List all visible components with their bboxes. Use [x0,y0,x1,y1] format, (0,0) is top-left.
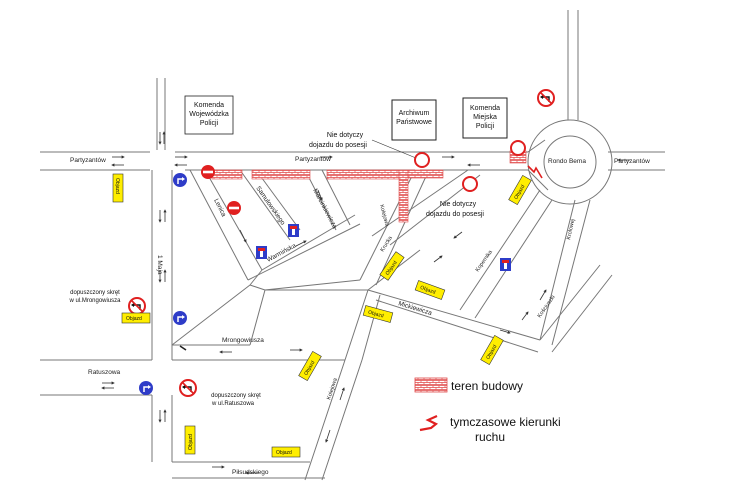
detour-sign-label: Objazd [188,434,194,450]
note-line: dopuszczony skręt [211,393,261,399]
detour-sign: Objazd [184,425,196,455]
no-entry-sign-icon [201,165,215,179]
street-label-kopernika: Kopernika [475,249,495,273]
detour-sign: Objazd [480,334,504,366]
notes: Nie dotyczy dojazdu do posesji Nie dotyc… [68,132,484,407]
detour-sign-label: Objazd [419,285,436,296]
building-line: Miejska [473,114,497,121]
dead-end-signs [256,224,511,271]
prohibition-signs [128,89,555,397]
building-archiwum: Archiwum Państwowe [391,99,437,141]
street-label-pilsudskiego: Piłsudskiego [232,469,269,476]
mandatory-turn-sign-icon [173,173,187,187]
construction-area [251,169,311,180]
detour-sign: Objazd [298,350,322,382]
temporary-direction-arrows [179,165,543,351]
note-line: dopuszczony skręt [70,290,120,296]
no-entry-except-access-sign-icon [414,152,430,168]
building-line: Komenda [194,102,224,109]
no-left-turn-sign-icon [537,89,555,107]
mandatory-turn-sign-icon [139,381,153,395]
mandatory-turn-sign-icon [173,311,187,325]
no-entry-sign-icon [227,201,241,215]
red-arrow-icon [179,345,187,351]
legend-temp-direction-arrow-icon [419,414,439,432]
detour-sign: Objazd [271,446,301,458]
detour-sign: Objazd [414,280,446,300]
no-entry-except-access-sign-icon [510,140,526,156]
red-arrow-icon [527,165,543,179]
street-label-kolejowa: Kolejowa [326,377,339,401]
no-entry-except-access-sign-icon [462,176,478,192]
dead-end-sign-icon [256,246,267,259]
street-label-partyzantow: Partyzantów [614,158,650,165]
building-line: Państwowe [396,119,432,126]
street-label-partyzantow: Partyzantów [70,157,106,164]
note-line: w ul.Mrongowiusza [68,298,121,304]
street-label-rondo: Rondo Bema [548,158,586,165]
building-line: Archiwum [399,110,430,117]
street-label-kolejowa: Kolejowa [378,204,390,228]
building-line: Wojewódzka [189,111,229,118]
street-label-partyzantow: Partyzantów [295,156,331,163]
note-line: w ul.Ratuszowa [211,401,255,407]
detour-sign-label: Objazd [276,450,292,456]
legend-temp-direction-label: tymczasowe kierunki [450,415,561,429]
construction-area [407,169,444,179]
legend-construction-label: teren budowy [451,379,523,393]
street-label-warminska: Warmińska [266,242,298,264]
no-left-turn-sign-icon [128,297,146,315]
street-label-1-maja: 1 Maja [156,255,163,275]
detour-sign: Objazd [508,174,532,206]
mandatory-signs [139,173,187,395]
detour-sign: Objazd [362,305,394,323]
detour-sign: Objazd [379,251,405,281]
note-line: dojazdu do posesji [309,142,367,149]
no-left-turn-sign-icon [179,379,197,397]
street-label-lenica: Lenica [212,198,227,219]
detour-sign: Objazd [112,173,124,203]
construction-area [211,169,243,180]
detour-sign-label: Objazd [367,309,384,319]
road-network [40,10,665,481]
traffic-arrows [101,131,630,475]
street-label-ratuszowa: Ratuszowa [88,369,121,376]
street-label-krolowej: Krolowej [566,219,576,241]
street-label-mrongowiusza: Mrongowiusza [222,337,264,344]
dead-end-sign-icon [288,224,299,237]
building-line: Komenda [470,105,500,112]
street-label-samulowskiego: Samulowskiego [254,185,286,227]
construction-area [398,169,409,223]
legend-temp-direction-label-2: ruchu [475,430,505,444]
dead-end-sign-icon [500,258,511,271]
building-komenda-miejska: Komenda Miejska Policji [462,97,508,139]
legend: teren budowy tymczasowe kierunki ruchu [414,377,561,444]
no-entry-signs [201,165,241,215]
detour-sign-label: Objazd [126,316,142,322]
building-line: Policji [476,123,495,130]
detour-sign: Objazd [121,312,151,324]
note-line: Nie dotyczy [440,201,477,208]
building-komenda-wojewodzka: Komenda Wojewódzka Policji [184,95,234,135]
detour-sign-label: Objazd [114,178,120,194]
construction-area [326,169,400,180]
note-line: dojazdu do posesji [426,211,484,218]
street-labels: Partyzantów Partyzantów Partyzantów Rond… [70,156,650,476]
note-leader [371,139,417,159]
building-line: Policji [200,120,219,127]
note-line: Nie dotyczy [327,132,364,139]
legend-construction-swatch [414,377,448,393]
